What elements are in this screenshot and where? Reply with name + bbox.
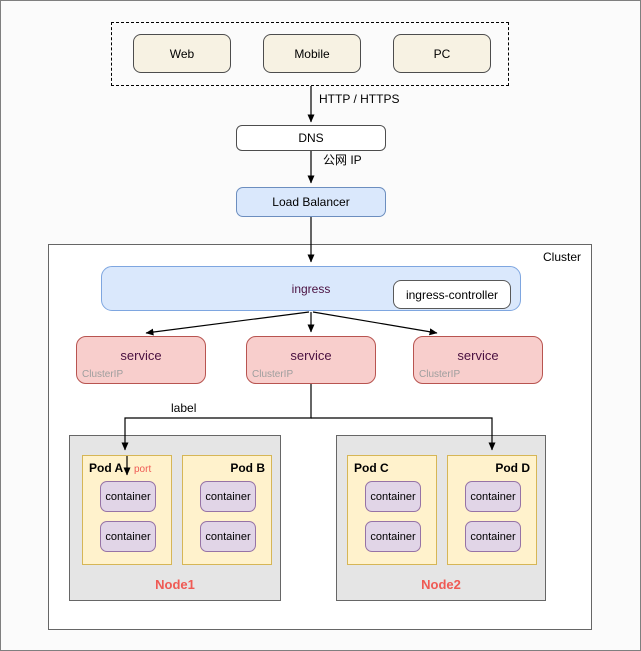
service-clusterip-label: ClusterIP	[419, 369, 461, 380]
load-balancer-label: Load Balancer	[272, 195, 350, 209]
container-box: container	[465, 521, 521, 552]
pod-a: Pod A container container	[82, 455, 172, 565]
pod-a-label: Pod A	[89, 461, 124, 475]
pod-b: Pod B container container	[182, 455, 272, 565]
container-box: container	[100, 481, 156, 512]
cluster-label: Cluster	[542, 250, 581, 264]
edge-label-selector: label	[171, 401, 197, 415]
node1-label: Node1	[155, 577, 195, 592]
client-web-label: Web	[169, 46, 195, 61]
service-clusterip-label: ClusterIP	[252, 369, 294, 380]
pod-b-label: Pod B	[230, 461, 265, 475]
load-balancer-node: Load Balancer	[236, 187, 386, 217]
node2-label: Node2	[421, 577, 461, 592]
service-label: service	[120, 348, 162, 363]
pod-c-label: Pod C	[354, 461, 389, 475]
pod-c: Pod C container container	[347, 455, 437, 565]
service-label: service	[457, 348, 499, 363]
service-node-2: service ClusterIP	[246, 336, 376, 384]
container-box: container	[100, 521, 156, 552]
container-box: container	[365, 481, 421, 512]
edge-label-http: HTTP / HTTPS	[319, 92, 400, 106]
ingress-label: ingress	[291, 281, 331, 296]
client-mobile-node: Mobile	[263, 34, 361, 73]
node1-boundary: Pod A container container Pod B containe…	[69, 435, 281, 601]
pod-d-label: Pod D	[495, 461, 530, 475]
service-clusterip-label: ClusterIP	[82, 369, 124, 380]
container-box: container	[200, 521, 256, 552]
service-node-1: service ClusterIP	[76, 336, 206, 384]
service-node-3: service ClusterIP	[413, 336, 543, 384]
container-box: container	[200, 481, 256, 512]
clients-group	[111, 22, 509, 86]
edge-label-public-ip: 公网 IP	[323, 153, 362, 167]
client-pc-node: PC	[393, 34, 491, 73]
container-box: container	[365, 521, 421, 552]
ingress-controller-node: ingress-controller	[393, 280, 511, 309]
client-web-node: Web	[133, 34, 231, 73]
service-label: service	[290, 348, 332, 363]
pod-d: Pod D container container	[447, 455, 537, 565]
client-mobile-label: Mobile	[294, 46, 330, 61]
container-box: container	[465, 481, 521, 512]
ingress-controller-label: ingress-controller	[405, 287, 499, 302]
node2-boundary: Pod C container container Pod D containe…	[336, 435, 546, 601]
dns-node: DNS	[236, 125, 386, 151]
client-pc-label: PC	[433, 46, 451, 61]
dns-label: DNS	[298, 131, 324, 145]
edge-label-port: port	[134, 464, 152, 475]
